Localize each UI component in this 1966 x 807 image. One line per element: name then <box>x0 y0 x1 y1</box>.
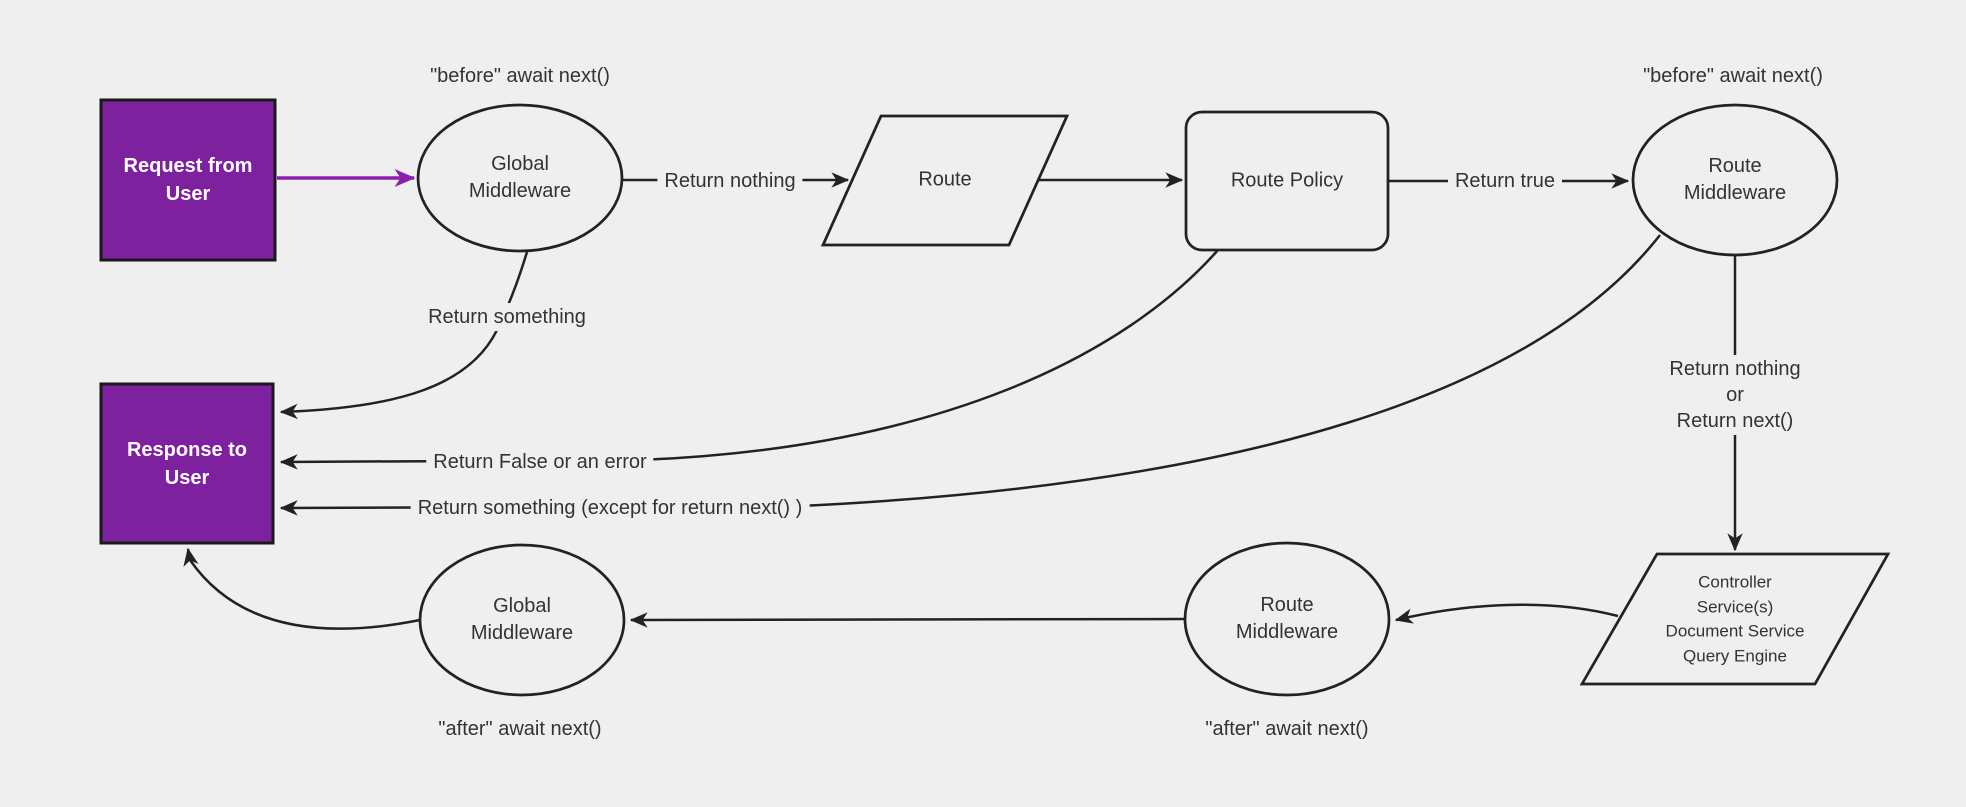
route-policy-node <box>1184 110 1390 252</box>
after-await-next-right-label: "after" await next() <box>1205 718 1369 740</box>
global-middleware-bottom-node <box>418 543 626 697</box>
controller-services-node <box>1579 552 1891 686</box>
return-nothing-or-next-label: Return nothing or Return next() <box>1662 355 1808 435</box>
route-middleware-bottom-label: Route Middleware <box>1235 594 1339 643</box>
edge-route-middleware-return-something-to-response <box>279 234 1661 516</box>
return-nothing-label: Return nothing <box>657 167 803 195</box>
edge-route-policy-return-false-to-response <box>279 249 1219 470</box>
response-to-user-label: Response to User <box>126 438 248 489</box>
edge-global-middleware-bottom-to-response <box>183 547 421 630</box>
route-middleware-top-node <box>1631 103 1839 257</box>
route-label: Route <box>918 168 972 191</box>
controller-services-label: Controller Service(s) Document Service Q… <box>1665 572 1805 666</box>
return-false-or-error-label: Return False or an error <box>426 448 654 476</box>
edge-global-middleware-return-something-to-response <box>279 251 529 420</box>
route-middleware-top-label: Route Middleware <box>1683 155 1787 204</box>
return-something-label: Return something <box>421 303 593 331</box>
route-node <box>820 114 1070 247</box>
route-policy-label: Route Policy <box>1230 169 1344 192</box>
route-middleware-bottom-node <box>1183 541 1391 697</box>
request-from-user-label: Request from User <box>123 155 253 205</box>
before-await-next-right-label: "before" await next() <box>1643 65 1823 87</box>
before-await-next-left-label: "before" await next() <box>430 65 610 87</box>
after-await-next-left-label: "after" await next() <box>438 718 602 740</box>
edge-route-middleware-bottom-to-global-middleware-bottom <box>629 612 1186 628</box>
global-middleware-top-label: Global Middleware <box>468 153 572 202</box>
global-middleware-top-node <box>416 103 624 253</box>
global-middleware-bottom-label: Global Middleware <box>470 595 574 644</box>
return-true-label: Return true <box>1447 167 1563 195</box>
return-something-except-label: Return something (except for return next… <box>410 494 810 522</box>
request-from-user-box <box>99 98 277 262</box>
response-to-user-box <box>99 382 275 545</box>
edge-controller-to-route-middleware-bottom <box>1394 603 1619 624</box>
